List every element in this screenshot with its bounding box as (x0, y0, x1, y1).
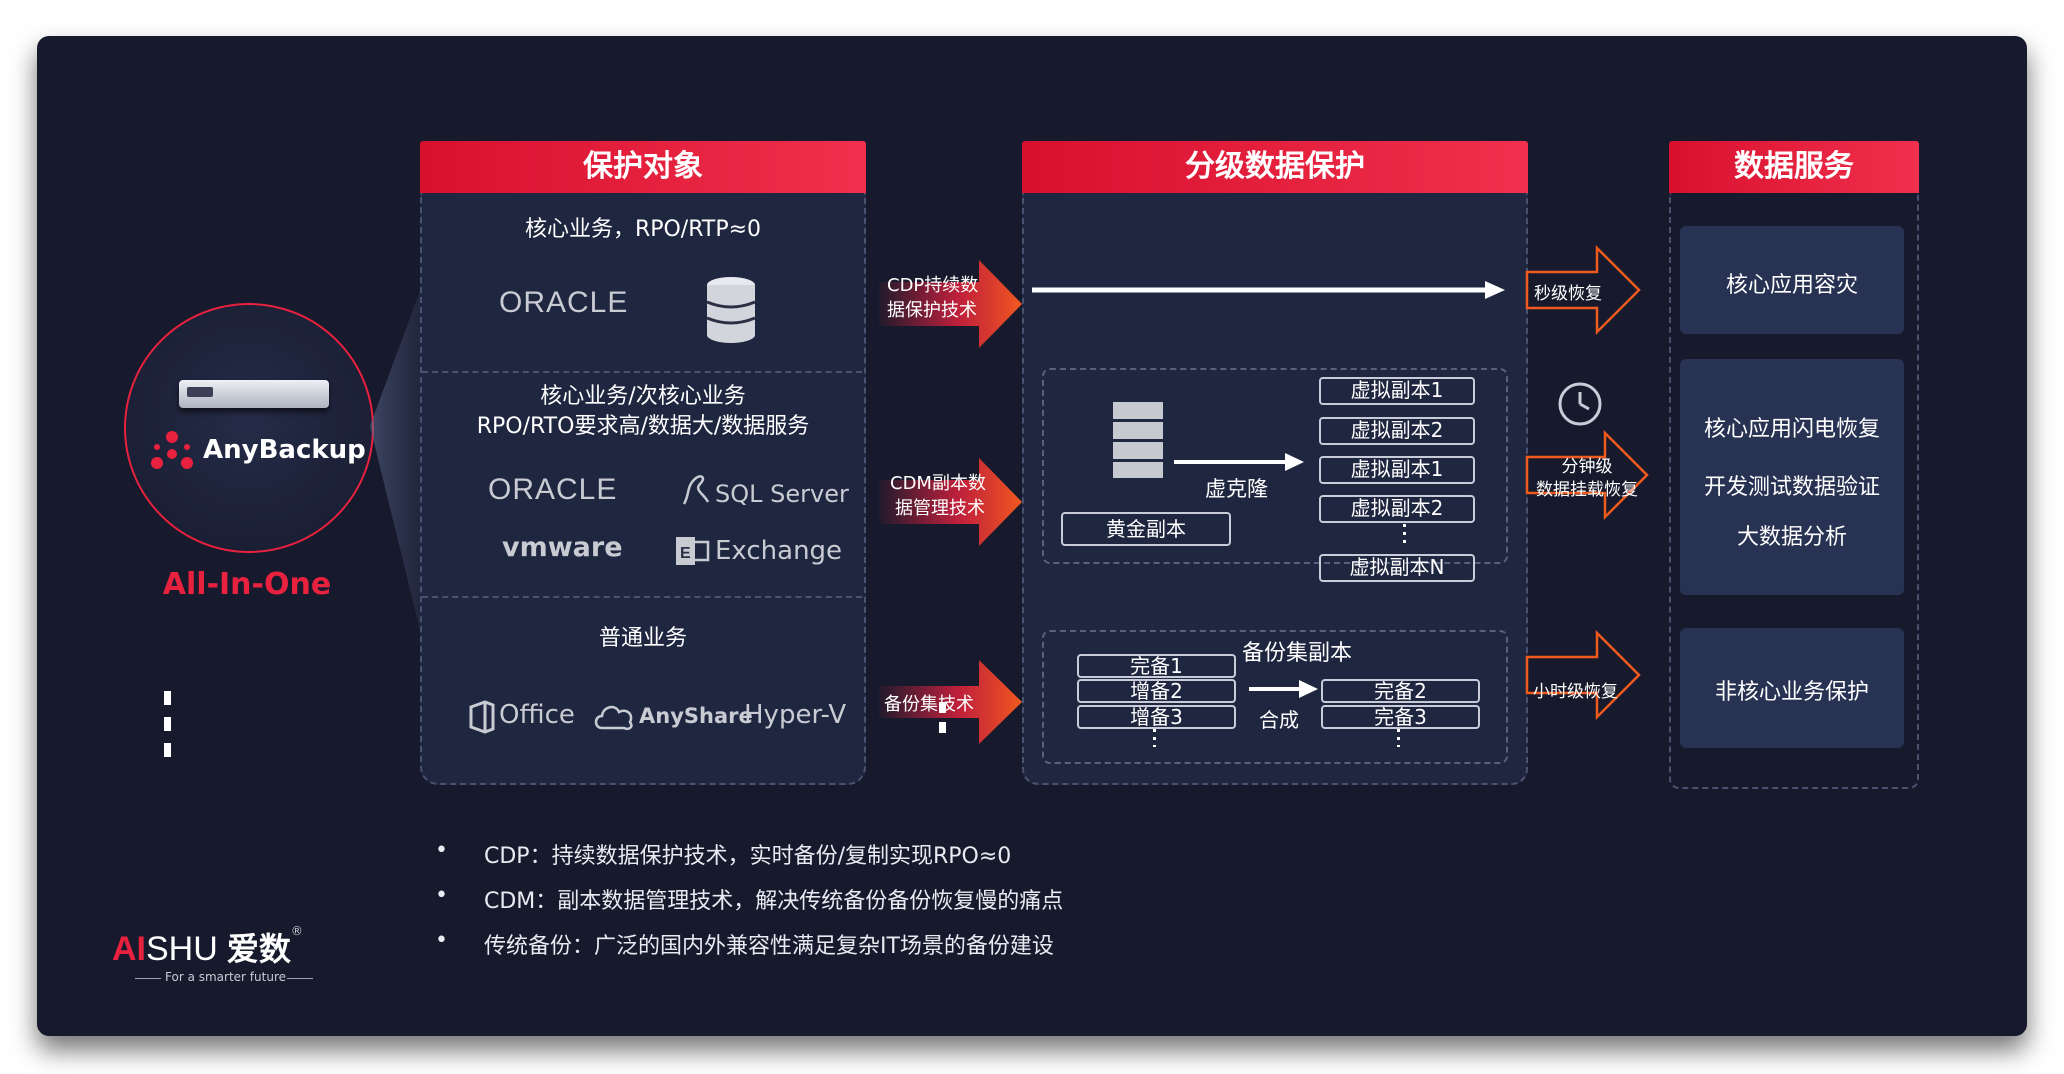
note-backup: 传统备份：广泛的国内外兼容性满足复杂IT场景的备份建设 (484, 934, 1054, 959)
note-bullet: • (435, 928, 448, 953)
merge-label: 合成 (1259, 708, 1299, 732)
aishu-logo: AISHU 爱数® (112, 924, 303, 970)
vmware-logo: vmware (502, 532, 623, 563)
virtual-copy-box: 虚拟副本2 (1319, 417, 1475, 445)
second-recovery-arrow (1525, 244, 1641, 336)
protect-header: 保护对象 (420, 141, 866, 193)
section3-heading: 普通业务 (598, 626, 687, 651)
hour-recovery-arrow (1525, 629, 1641, 721)
backup-box (1042, 630, 1508, 764)
backup-box-title: 备份集副本 (1242, 641, 1353, 666)
anybackup-logo-icon (151, 431, 193, 469)
second-recovery-label: 秒级恢复 (1534, 284, 1602, 304)
cdp-tech-label-1: CDP持续数 (887, 275, 979, 296)
cdp-tech-label-2: 据保护技术 (887, 300, 977, 321)
service-item: 核心应用容灾 (1725, 273, 1858, 298)
cdm-arrow (879, 458, 1022, 546)
brand-slogan-line-right (287, 978, 313, 979)
more-ellipsis-left (164, 691, 171, 761)
virtual-clone-label: 虚克隆 (1205, 477, 1268, 501)
anybackup-circle (124, 303, 374, 553)
service-card-noncore (1680, 628, 1904, 748)
hour-recovery-label: 小时级恢复 (1533, 682, 1618, 702)
service-item: 非核心业务保护 (1714, 680, 1869, 705)
virtual-copy-box: 虚拟副本2 (1319, 495, 1475, 523)
cdm-tech-label-1: CDM副本数 (890, 473, 986, 494)
product-tagline: All-In-One (162, 567, 332, 602)
svg-text:E: E (680, 545, 691, 562)
appliance-device-icon (179, 380, 329, 408)
cdp-arrow (879, 260, 1022, 348)
minute-recovery-label-2: 数据挂载恢复 (1536, 480, 1638, 500)
merge-arrow (1249, 680, 1318, 698)
logo-reg: ® (290, 924, 303, 938)
logo-shu: SHU (146, 930, 218, 968)
slide: AnyBackup All-In-One 保护对象 核心业务，RPO/RTP≈0… (37, 36, 2027, 1036)
recovery-arrows (1525, 244, 1649, 721)
product-name: AnyBackup (203, 435, 366, 465)
hyperv-logo: Hyper-V (744, 700, 847, 730)
minute-recovery-label-1: 分钟级 (1561, 457, 1613, 477)
office-icon (469, 700, 495, 734)
golden-copy-box: 黄金副本 (1061, 512, 1231, 546)
oracle-logo: ORACLE (488, 473, 618, 506)
services-header: 数据服务 (1669, 141, 1919, 193)
clock-icon (1558, 382, 1602, 426)
tech-arrows (879, 260, 1022, 744)
note-bullet: • (435, 883, 448, 908)
more-ellipsis-middle (939, 702, 946, 740)
virtual-clone-arrow (1174, 453, 1304, 471)
virtual-copy-box: 虚拟副本1 (1319, 377, 1475, 405)
backup-arrow (879, 660, 1022, 744)
exchange-icon: E (676, 537, 710, 565)
virtual-copy-ellipsis (1403, 524, 1406, 544)
service-item: 开发测试数据验证 (1703, 475, 1880, 500)
exchange-logo: Exchange (715, 536, 843, 566)
backup-input-box: 完备1 (1077, 654, 1236, 678)
service-item: 大数据分析 (1736, 525, 1847, 550)
sql-server-logo: SQL Server (715, 480, 849, 508)
database-icon (706, 277, 756, 343)
anyshare-icon (594, 705, 633, 730)
section2-heading-line2: RPO/RTO要求高/数据大/数据服务 (476, 414, 810, 439)
oracle-logo: ORACLE (499, 286, 629, 319)
backup-input-box: 增备2 (1077, 679, 1236, 703)
backup-output-box: 完备3 (1321, 705, 1480, 729)
brand-slogan-line-left (135, 978, 161, 979)
cdm-tech-label-2: 据管理技术 (895, 498, 985, 519)
office-logo: Office (499, 700, 575, 730)
backup-input-box: 增备3 (1077, 705, 1236, 729)
cdp-stream-arrow (1032, 281, 1505, 299)
brand-slogan: For a smarter future (165, 970, 286, 984)
section2-heading-line1: 核心业务/次核心业务 (540, 384, 746, 409)
note-bullet: • (435, 838, 448, 863)
protect-separator-2 (422, 596, 862, 598)
note-cdm: CDM：副本数据管理技术，解决传统备份备份恢复慢的痛点 (484, 889, 1064, 914)
logo-ai: AI (112, 930, 146, 968)
backup-output-box: 完备2 (1321, 679, 1480, 703)
virtual-copy-box: 虚拟副本1 (1319, 456, 1475, 484)
sql-server-icon (682, 475, 710, 505)
cdm-box (1042, 368, 1508, 564)
logo-cn: 爱数 (226, 930, 291, 968)
anyshare-logo: AnyShare (639, 704, 753, 728)
services-panel (1669, 193, 1919, 789)
backup-tech-label: 备份集技术 (884, 694, 974, 715)
virtual-copy-box: 虚拟副本N (1319, 554, 1475, 582)
protect-separator-1 (422, 371, 862, 373)
note-cdp: CDP：持续数据保护技术，实时备份/复制实现RPO≈0 (484, 844, 1012, 869)
protect-panel (420, 193, 866, 785)
backup-output-ellipsis (1397, 729, 1400, 747)
backup-input-ellipsis (1153, 729, 1156, 747)
service-item: 核心应用闪电恢复 (1703, 417, 1880, 442)
minute-recovery-arrow (1525, 429, 1649, 521)
section1-heading: 核心业务，RPO/RTP≈0 (524, 217, 762, 242)
service-card-dr (1680, 226, 1904, 334)
tier-header: 分级数据保护 (1022, 141, 1528, 193)
golden-copy-server-icon (1113, 402, 1163, 478)
service-card-flash (1680, 359, 1904, 595)
